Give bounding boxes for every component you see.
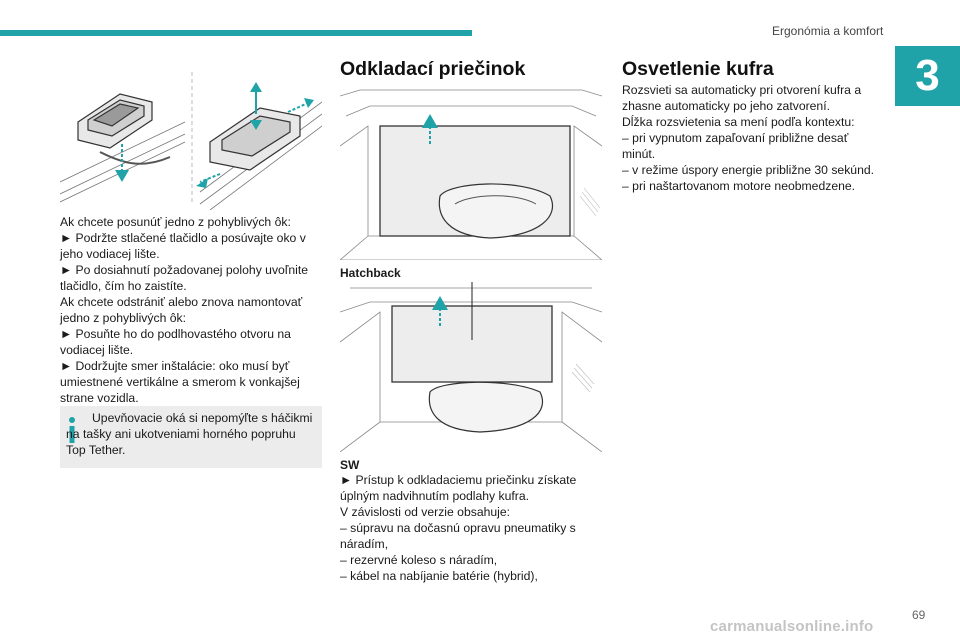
- cargo-ring-illustration: [60, 62, 322, 210]
- info-box-text: Upevňovacie oká si nepomýľte s háčikmi n…: [66, 411, 313, 457]
- paragraph: ► Podržte stlačené tlačidlo a posúvajte …: [60, 231, 306, 261]
- watermark: carmanualsonline.info: [710, 618, 874, 635]
- info-box: Upevňovacie oká si nepomýľte s háčikmi n…: [60, 406, 322, 468]
- heading-storage-compartment: Odkladací priečinok: [340, 58, 526, 80]
- paragraph: Dĺžka rozsvietenia sa mení podľa kontext…: [622, 115, 855, 129]
- section-title: Ergonómia a komfort: [772, 24, 884, 38]
- paragraph: V závislosti od verzie obsahuje:: [340, 505, 511, 519]
- caption-sw: SW: [340, 458, 360, 472]
- paragraph: ► Dodržujte smer inštalácie: oko musí by…: [60, 359, 300, 405]
- page-number: 69: [912, 608, 926, 622]
- paragraph: ► Prístup k odkladaciemu priečinku získa…: [340, 473, 577, 503]
- chapter-number-badge: 3: [895, 46, 960, 106]
- paragraph: – súpravu na dočasnú opravu pneumatiky s…: [340, 521, 576, 551]
- trunk-hatchback-illustration: [340, 86, 602, 260]
- middle-text-column: ► Prístup k odkladaciemu priečinku získa…: [340, 472, 602, 584]
- left-text-column: Ak chcete posunúť jedno z pohyblivých ôk…: [60, 214, 322, 406]
- header-accent-bar: [0, 30, 472, 36]
- right-text-column: Rozsvieti sa automaticky pri otvorení ku…: [622, 82, 884, 194]
- paragraph: – pri vypnutom zapaľovaní približne desa…: [622, 131, 849, 161]
- paragraph: Ak chcete posunúť jedno z pohyblivých ôk…: [60, 215, 291, 229]
- info-icon: [69, 417, 75, 443]
- paragraph: ► Posuňte ho do podlhovastého otvoru na …: [60, 327, 291, 357]
- paragraph: ► Po dosiahnutí požadovanej polohy uvoľn…: [60, 263, 309, 293]
- paragraph: – kábel na nabíjanie batérie (hybrid),: [340, 569, 538, 583]
- heading-trunk-lighting: Osvetlenie kufra: [622, 58, 774, 80]
- paragraph: Ak chcete odstrániť alebo znova namontov…: [60, 295, 303, 325]
- caption-hatchback: Hatchback: [340, 266, 401, 280]
- paragraph: – rezervné koleso s náradím,: [340, 553, 498, 567]
- trunk-sw-illustration: [340, 282, 602, 452]
- paragraph: – pri naštartovanom motore neobmedzene.: [622, 179, 856, 193]
- paragraph: Rozsvieti sa automaticky pri otvorení ku…: [622, 83, 862, 113]
- paragraph: – v režime úspory energie približne 30 s…: [622, 163, 875, 177]
